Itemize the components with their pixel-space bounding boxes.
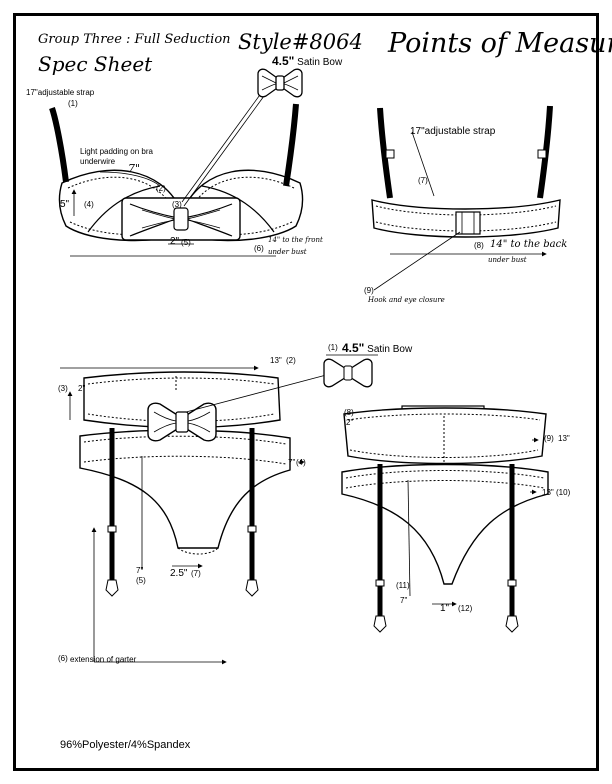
- bra-front-strap-right: [283, 103, 299, 187]
- to-back-label: 14" to the back: [490, 239, 568, 250]
- point-1-label: (1): [68, 99, 78, 108]
- garter-waist-back: [343, 407, 547, 465]
- garter-back-drawing: [341, 405, 549, 633]
- bow-top-size-value: 4.5": [272, 54, 295, 68]
- style-number: Style#8064: [238, 30, 363, 54]
- dim-5-label: 5": [60, 199, 70, 210]
- extension-of-garter-label: extension of garter: [70, 655, 137, 664]
- garter-dim-7b-label: 7": [136, 566, 144, 575]
- point-7-label: (7): [418, 176, 428, 185]
- bow-top-size: 4.5" Satin Bow: [272, 54, 342, 68]
- garter-back-point-8: (8): [344, 408, 354, 417]
- garter-waist-front: [83, 371, 281, 429]
- underbust-front-note-a: 14" to the front: [268, 236, 323, 244]
- bra-front-strap-left: [49, 107, 69, 183]
- bra-front-drawing: [49, 91, 304, 257]
- garter-bow-size-value: 4.5": [342, 341, 365, 355]
- hook-and-eye: [455, 211, 481, 235]
- bra-back-strap-left: [377, 107, 393, 199]
- bra-back-strap-label: 17"adjustable strap: [410, 126, 496, 137]
- bra-front-strap-label: 17"adjustable strap: [26, 88, 95, 97]
- garter-back-dim-1: 1": [440, 603, 450, 614]
- garter-bow-size: 4.5" Satin Bow: [342, 341, 412, 355]
- bow-top-name: Satin Bow: [297, 57, 343, 68]
- garter-front-drawing: [60, 354, 378, 665]
- garter-dim-13-label: 13": [270, 356, 282, 365]
- garter-point-2-label: (2): [286, 356, 296, 365]
- garter-dim-7-label: 7": [288, 458, 296, 467]
- spec-sheet-title: Spec Sheet: [38, 52, 153, 76]
- garter-back-point-12: (12): [458, 604, 473, 613]
- garter-dim-2-label: 2": [78, 384, 86, 393]
- garter-back-dim-7: 7": [400, 596, 408, 605]
- garter-point-4-label: (4): [296, 458, 306, 467]
- group-title: Group Three : Full Seduction: [38, 32, 231, 47]
- hook-and-eye-note: Hook and eye closure: [368, 296, 445, 304]
- garter-point-3-label: (3): [58, 384, 68, 393]
- panty-back: [341, 463, 549, 585]
- garter-back-point-11: (11): [396, 581, 410, 590]
- garter-point-6-label: (6): [58, 654, 68, 663]
- garter-back-dim-2: 2": [346, 418, 354, 427]
- bow-top-drawing: [257, 68, 303, 98]
- garter-back-point-9: (9): [544, 434, 554, 443]
- point-5-label: (5): [181, 238, 191, 247]
- under-bust-label: under bust: [488, 256, 527, 264]
- garter-dim-25-label: 2.5": [170, 568, 188, 579]
- garter-point-7-label: (7): [191, 569, 201, 578]
- garter-point-5-label: (5): [136, 576, 146, 585]
- garter-bow-point-1: (1): [328, 343, 338, 352]
- point-9-label: (9): [364, 286, 374, 295]
- dim-7-label: 7": [128, 162, 141, 175]
- point-2-label: (2): [156, 184, 166, 193]
- point-6-label: (6): [254, 244, 264, 253]
- underbust-front-note-b: under bust: [268, 248, 307, 256]
- point-3-label: (3): [172, 200, 182, 209]
- points-of-measure-title: Points of Measure: [388, 28, 612, 59]
- garter-bow-name: Satin Bow: [367, 344, 413, 355]
- bra-back-drawing: [371, 105, 561, 291]
- fabric-content: 96%Polyester/4%Spandex: [60, 739, 191, 751]
- garter-back-dim-13a: 13": [558, 434, 570, 443]
- point-4-label: (4): [84, 200, 94, 209]
- dim-2-label: 2": [170, 236, 180, 247]
- garter-back-dim-13b: 13": [542, 488, 554, 497]
- padding-note: Light padding on bra underwire: [80, 147, 153, 166]
- garter-back-point-10: (10): [556, 488, 571, 497]
- point-8-label: (8): [474, 241, 484, 250]
